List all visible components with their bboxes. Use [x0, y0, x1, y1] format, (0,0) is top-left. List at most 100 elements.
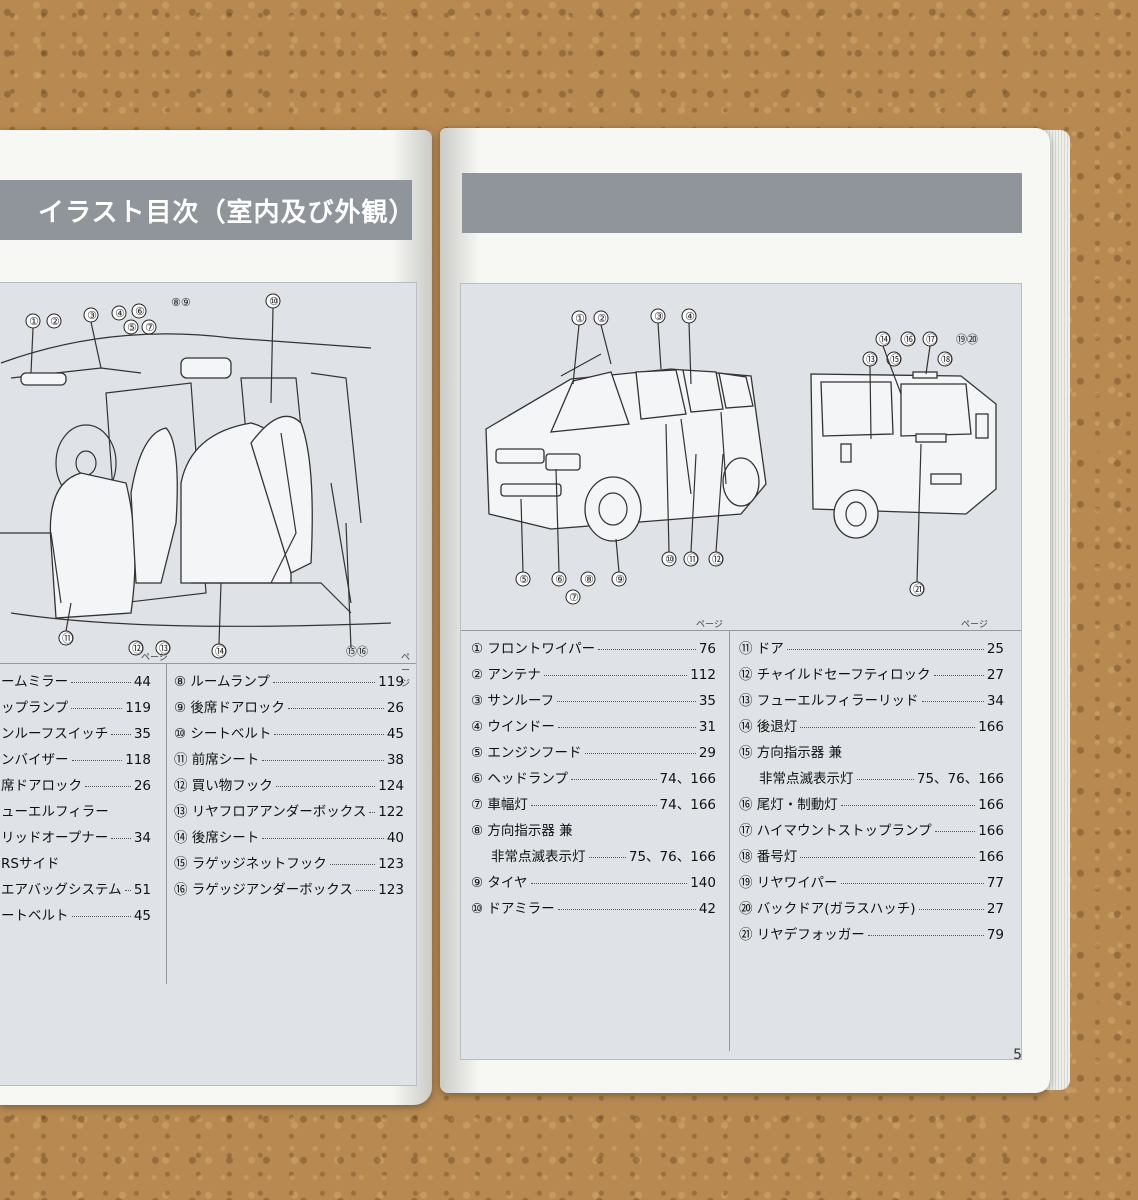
exterior-diagram: ① ② ③ ④ ⑤ ⑥ ⑦ ⑧ ⑨ ⑩ ⑪ ⑫ ⑬ ⑭ ⑮ ⑯ ⑰ ⑱ ⑲⑳ — [485, 308, 997, 605]
part-label: 非常点滅表示灯 — [759, 771, 854, 787]
svg-text:③: ③ — [87, 309, 97, 322]
svg-text:⑭: ⑭ — [215, 645, 226, 658]
page-ref: 112 — [690, 667, 716, 683]
leader-dots — [543, 675, 688, 676]
part-label: エアバッグシステム — [1, 882, 122, 898]
page-ref: 77 — [986, 875, 1004, 891]
part-label: ② アンテナ — [471, 667, 541, 683]
svg-text:⑩: ⑩ — [665, 553, 675, 566]
callout-group-top: ① ② ③ ④ ⑤ ⑥ ⑦ ⑧⑨ ⑩ — [25, 293, 281, 335]
svg-text:②: ② — [597, 312, 607, 325]
svg-text:①: ① — [575, 312, 585, 325]
leader-dots — [124, 890, 131, 891]
svg-text:⑱: ⑱ — [941, 353, 952, 366]
leader-dots — [557, 701, 696, 702]
part-label: ⑱ 番号灯 — [739, 849, 798, 865]
leader-dots — [530, 805, 657, 806]
leader-dots — [933, 675, 984, 676]
part-label: ⑪ ドア — [739, 641, 784, 657]
leader-dots — [840, 805, 976, 806]
svg-text:⑪: ⑪ — [687, 553, 698, 566]
part-row: ② アンテナ 112 — [471, 663, 716, 689]
svg-text:⑰: ⑰ — [926, 333, 937, 346]
page-ref: 27 — [986, 901, 1004, 917]
svg-text:㉑: ㉑ — [913, 583, 924, 596]
svg-text:⑮: ⑮ — [890, 353, 901, 366]
leader-dots — [274, 734, 384, 735]
part-label: ⑨ 後席ドアロック — [174, 700, 285, 716]
part-label: ートベルト — [1, 908, 69, 924]
svg-text:④: ④ — [685, 310, 695, 323]
leader-dots — [262, 838, 384, 839]
rear-view-car — [810, 371, 997, 539]
page-ref: 124 — [378, 778, 404, 794]
part-label: 非常点滅表示灯 — [491, 849, 586, 865]
leader-dots — [71, 682, 131, 683]
part-label: ⑰ ハイマウントストップランプ — [739, 823, 932, 839]
part-label: ⑧ 方向指示器 兼 — [471, 823, 573, 839]
leader-dots — [557, 909, 696, 910]
part-label: ⑳ バックドア(ガラスハッチ) — [739, 901, 916, 917]
part-label: ⑯ 尾灯・制動灯 — [739, 797, 838, 813]
part-label: ⑤ エンジンフード — [471, 745, 582, 761]
leader-dots — [355, 890, 376, 891]
leader-dots — [800, 727, 976, 728]
svg-text:⑯: ⑯ — [904, 333, 915, 346]
rear-callouts: ⑬ ⑭ ⑮ ⑯ ⑰ ⑱ ⑲⑳ ㉑ — [862, 331, 978, 597]
page-ref: 45 — [386, 726, 404, 742]
leader-dots — [571, 779, 657, 780]
svg-text:⑫: ⑫ — [132, 642, 143, 655]
page-ref: 31 — [698, 719, 716, 735]
page-ref: 25 — [986, 641, 1004, 657]
interior-diagram: ① ② ③ ④ ⑤ ⑥ ⑦ ⑧⑨ ⑩ ⑪ ⑫ ⑬ ⑭ ⑮⑯ — [0, 293, 392, 659]
page-ref: 27 — [986, 667, 1004, 683]
part-row: ⑫ 買い物フック 124 — [174, 774, 404, 800]
svg-text:④: ④ — [115, 307, 125, 320]
page-ref: 79 — [986, 927, 1004, 943]
page-ref: 74、166 — [659, 771, 716, 787]
leader-dots — [584, 753, 696, 754]
part-label: RSサイド — [1, 856, 60, 872]
front-view-car — [485, 353, 767, 542]
part-label: ⑦ 車幅灯 — [471, 797, 528, 813]
part-label: ⑫ 買い物フック — [174, 778, 273, 794]
part-label: リッドオープナー — [1, 830, 109, 846]
svg-text:⑬: ⑬ — [159, 642, 170, 655]
leader-dots — [557, 727, 696, 728]
callout-group-bottom: ⑪ ⑫ ⑬ ⑭ ⑮⑯ — [58, 630, 368, 659]
page-ref: 76 — [698, 641, 716, 657]
leader-dots — [287, 708, 384, 709]
part-label: ⑯ ラゲッジアンダーボックス — [174, 882, 353, 898]
svg-text:⑤: ⑤ — [127, 321, 137, 334]
page-ref: 35 — [133, 726, 151, 742]
svg-text:⑲⑳: ⑲⑳ — [956, 333, 978, 346]
leader-dots — [856, 779, 914, 780]
leader-dots — [530, 883, 688, 884]
svg-text:⑥: ⑥ — [135, 305, 145, 318]
leader-dots — [588, 857, 626, 858]
page-ref: 119 — [378, 674, 404, 690]
